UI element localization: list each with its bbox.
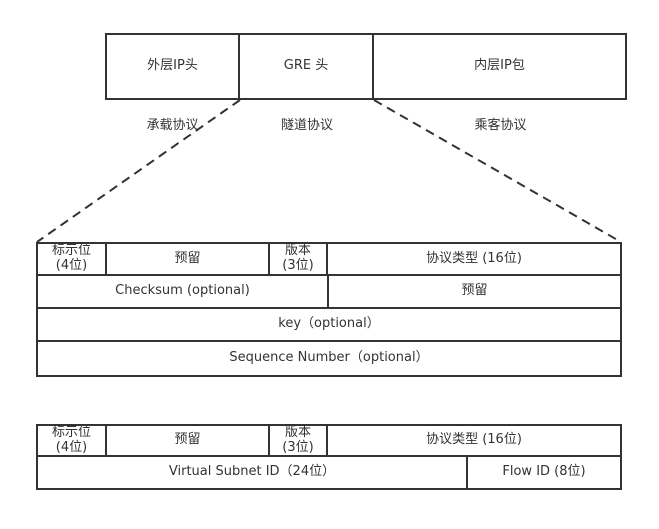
packet-structure-row: 外层IP头 GRE 头 内层IP包 <box>105 33 627 100</box>
sequence-number-field: Sequence Number（optional） <box>229 350 429 366</box>
version-field: 版本 (3位) <box>270 425 328 455</box>
inner-ip-packet-label: 内层IP包 <box>474 58 525 74</box>
carrier-protocol-caption: 承载协议 <box>146 118 199 133</box>
nvgre-header-table: 标示位 (4位) 预留 版本 (3位) 协议类型 (16位) Virtual S… <box>36 424 622 490</box>
gre-header-row-3: key（optional） <box>38 307 620 340</box>
key-field: key（optional） <box>278 316 380 332</box>
checksum-field: Checksum (optional) <box>38 276 329 307</box>
gre-header-row-1: 标示位 (4位) 预留 版本 (3位) 协议类型 (16位) <box>38 244 620 274</box>
flags-field: 标示位 (4位) <box>38 425 107 455</box>
dashed-line-right <box>373 99 622 243</box>
tunnel-protocol-caption: 隧道协议 <box>280 118 333 133</box>
reserved-field: 预留 <box>107 244 270 274</box>
nvgre-header-row-1: 标示位 (4位) 预留 版本 (3位) 协议类型 (16位) <box>38 425 620 455</box>
gre-header-table: 标示位 (4位) 预留 版本 (3位) 协议类型 (16位) Checksum … <box>36 242 622 377</box>
flags-field: 标示位 (4位) <box>38 244 107 274</box>
flow-id-field: Flow ID (8位) <box>502 464 586 480</box>
protocol-type-field: 协议类型 (16位) <box>426 432 522 448</box>
reserved2-field: 预留 <box>461 283 488 299</box>
outer-ip-header-box: 外层IP头 <box>107 35 240 98</box>
inner-ip-packet-box: 内层IP包 <box>374 35 625 98</box>
gre-header-row-4: Sequence Number（optional） <box>38 340 620 375</box>
virtual-subnet-id-field: Virtual Subnet ID（24位） <box>38 457 468 488</box>
gre-header-label: GRE 头 <box>283 58 329 74</box>
protocol-type-field: 协议类型 (16位) <box>426 250 522 266</box>
outer-ip-header-label: 外层IP头 <box>147 58 198 74</box>
gre-header-row-2: Checksum (optional) 预留 <box>38 274 620 307</box>
dashed-line-left <box>36 99 241 243</box>
reserved-field: 预留 <box>107 426 270 455</box>
gre-header-box: GRE 头 <box>240 35 374 98</box>
nvgre-header-row-2: Virtual Subnet ID（24位） Flow ID (8位) <box>38 455 620 488</box>
version-field: 版本 (3位) <box>270 244 328 274</box>
passenger-protocol-caption: 乘客协议 <box>474 118 527 133</box>
